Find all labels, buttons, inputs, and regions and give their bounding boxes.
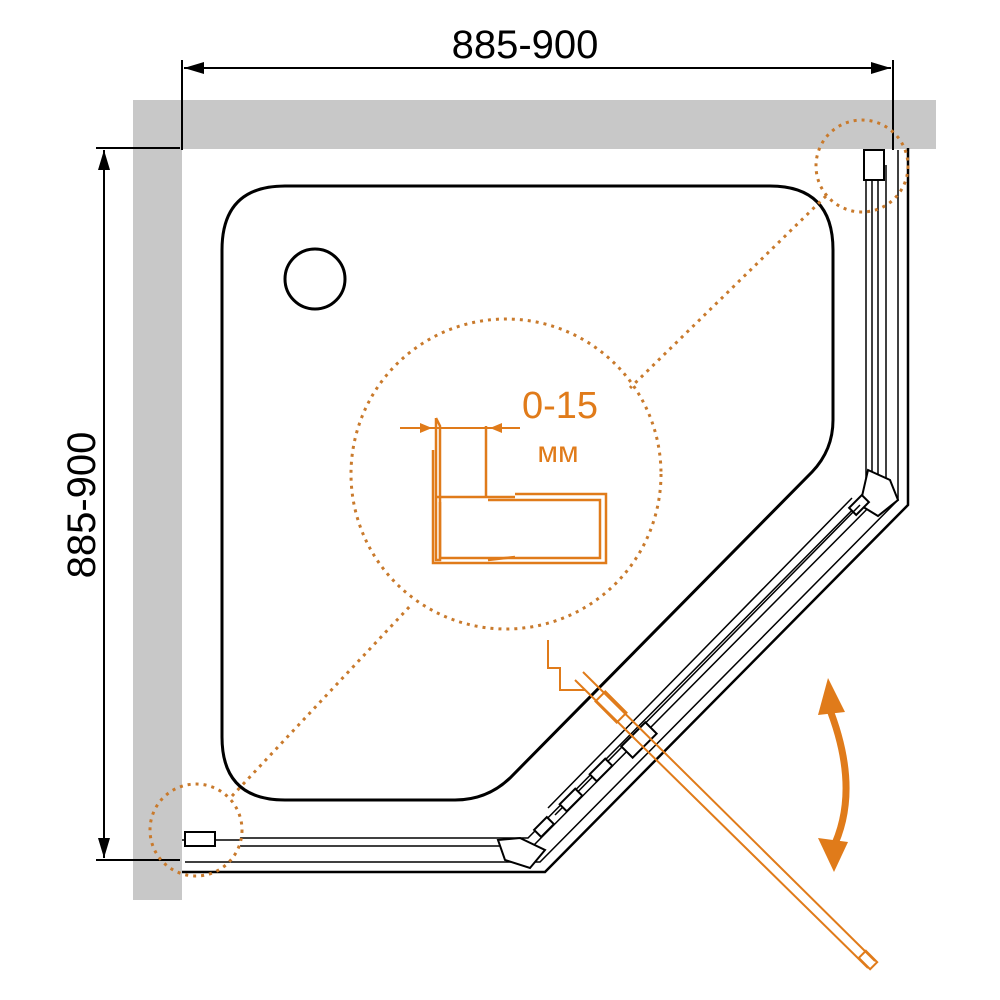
width-dimension: 885-900 xyxy=(181,23,894,150)
swing-arrowhead-top xyxy=(818,678,845,715)
enclosure-frame xyxy=(182,148,910,874)
open-door-glass-b xyxy=(582,671,876,962)
detail-magnifier-circle xyxy=(349,317,663,631)
frame-line-2 xyxy=(185,150,899,863)
detail-callouts xyxy=(148,118,910,878)
gap-detail: 0-15 мм xyxy=(400,385,608,565)
width-label: 885-900 xyxy=(452,23,599,67)
door-roller-1 xyxy=(588,757,614,783)
drain-hole xyxy=(283,247,347,311)
walls xyxy=(133,100,936,900)
wall-profile-right xyxy=(863,149,885,181)
wall-profile-left xyxy=(184,831,216,847)
swing-arc xyxy=(824,703,850,852)
profile-section xyxy=(431,417,608,565)
callout-circle-bottom-left xyxy=(148,782,244,878)
profile-u-outer xyxy=(431,450,608,565)
open-door-glass-a xyxy=(574,679,869,969)
frame-outer xyxy=(182,148,910,874)
frame-line-3 xyxy=(240,165,887,847)
open-door-hinge xyxy=(547,640,585,691)
swing-arrowhead-bottom xyxy=(818,838,848,872)
profile-u-inner xyxy=(438,498,602,560)
shower-tray xyxy=(220,184,835,802)
wall-profiles xyxy=(184,149,885,847)
wall-profile-section xyxy=(434,417,442,562)
wall-left xyxy=(133,100,182,900)
profile-lip-bottom xyxy=(487,555,516,562)
tray-outline xyxy=(220,184,835,802)
swing-arrow xyxy=(818,678,850,872)
callout-leader-bottom xyxy=(230,602,414,798)
open-door-handle xyxy=(594,690,628,724)
height-dimension: 885-900 xyxy=(60,147,180,861)
door-handle xyxy=(619,720,659,760)
frame-line-4 xyxy=(240,165,879,839)
open-door xyxy=(547,640,879,971)
door-roller-2 xyxy=(558,787,584,813)
corner-connectors xyxy=(496,468,900,870)
gap-value-label: 0-15 xyxy=(522,385,598,427)
corner-connector-left xyxy=(496,836,547,870)
height-label: 885-900 xyxy=(60,432,104,579)
wall-top xyxy=(133,100,936,149)
callout-circle-top-right xyxy=(814,118,910,214)
open-door-end xyxy=(857,949,879,971)
gap-unit-label: мм xyxy=(537,436,578,469)
corner-connector-right xyxy=(858,468,900,518)
door-glass-b xyxy=(547,497,853,809)
door-panel xyxy=(547,497,861,816)
hinge-lower xyxy=(532,815,556,839)
callout-leader-top xyxy=(628,194,828,390)
